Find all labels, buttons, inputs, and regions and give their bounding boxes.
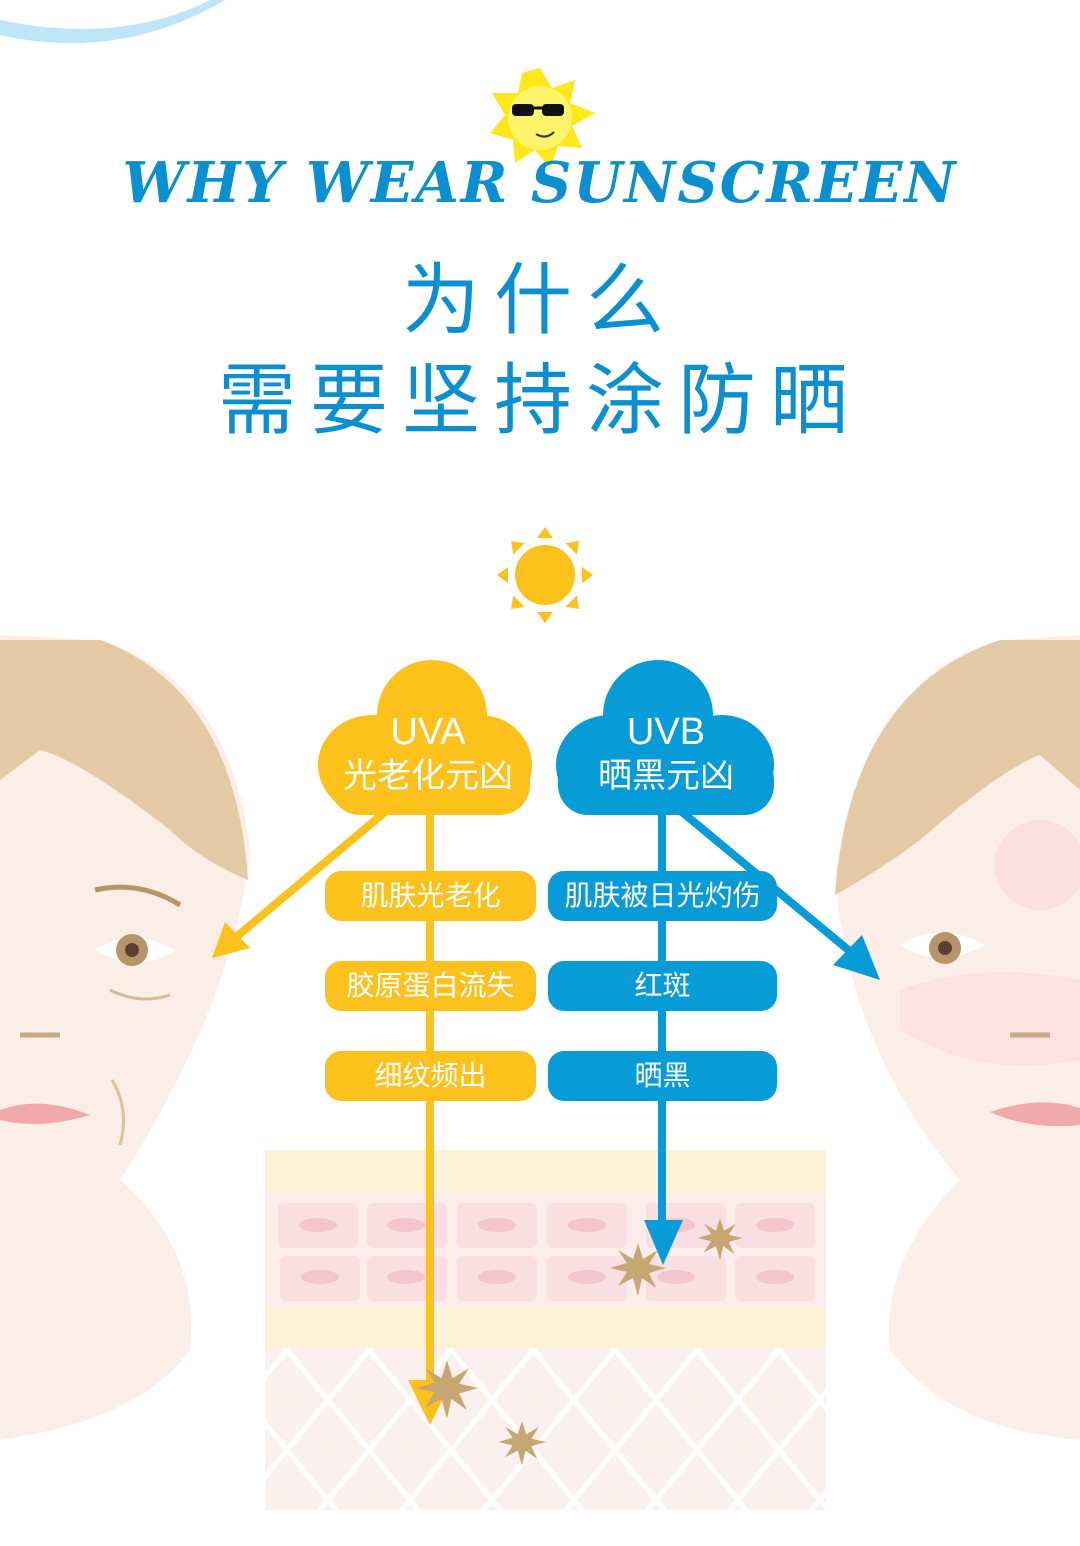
- damage-burst-icon: [416, 1360, 478, 1419]
- uvb-effect: 晒黑: [548, 1051, 777, 1101]
- uva-effect: 细纹频出: [325, 1051, 536, 1101]
- damage-burst-icon: [697, 1218, 743, 1261]
- uvb-effect: 红斑: [548, 961, 777, 1011]
- damage-burst-icon: [498, 1420, 546, 1466]
- uva-cloud: [318, 660, 532, 815]
- uvb-cloud: [556, 660, 774, 815]
- skin-layers-illustration: [265, 1150, 826, 1510]
- right-face-illustration: [835, 635, 1080, 1440]
- uva-effect: 胶原蛋白流失: [325, 961, 536, 1011]
- left-face-illustration: [0, 635, 250, 1440]
- uvb-name: UVB: [626, 711, 706, 753]
- sun-mascot-icon: [490, 68, 595, 168]
- uva-subtitle: 光老化元凶: [343, 756, 513, 796]
- uva-label: UVA 光老化元凶: [318, 710, 538, 798]
- title-chinese-line1: 为什么: [401, 256, 678, 346]
- title-chinese-line2: 需要坚持涂防晒: [217, 356, 862, 446]
- decor-arc: [0, 0, 225, 44]
- uva-effect: 肌肤光老化: [325, 871, 536, 921]
- damage-burst-icon: [610, 1243, 666, 1296]
- uvb-label: UVB 晒黑元凶: [555, 710, 777, 798]
- sun-icon: [497, 527, 593, 623]
- uva-name: UVA: [390, 711, 466, 753]
- title-english: WHY WEAR SUNSCREEN: [122, 150, 958, 216]
- uvb-effect: 肌肤被日光灼伤: [548, 871, 777, 921]
- uvb-subtitle: 晒黑元凶: [598, 756, 734, 796]
